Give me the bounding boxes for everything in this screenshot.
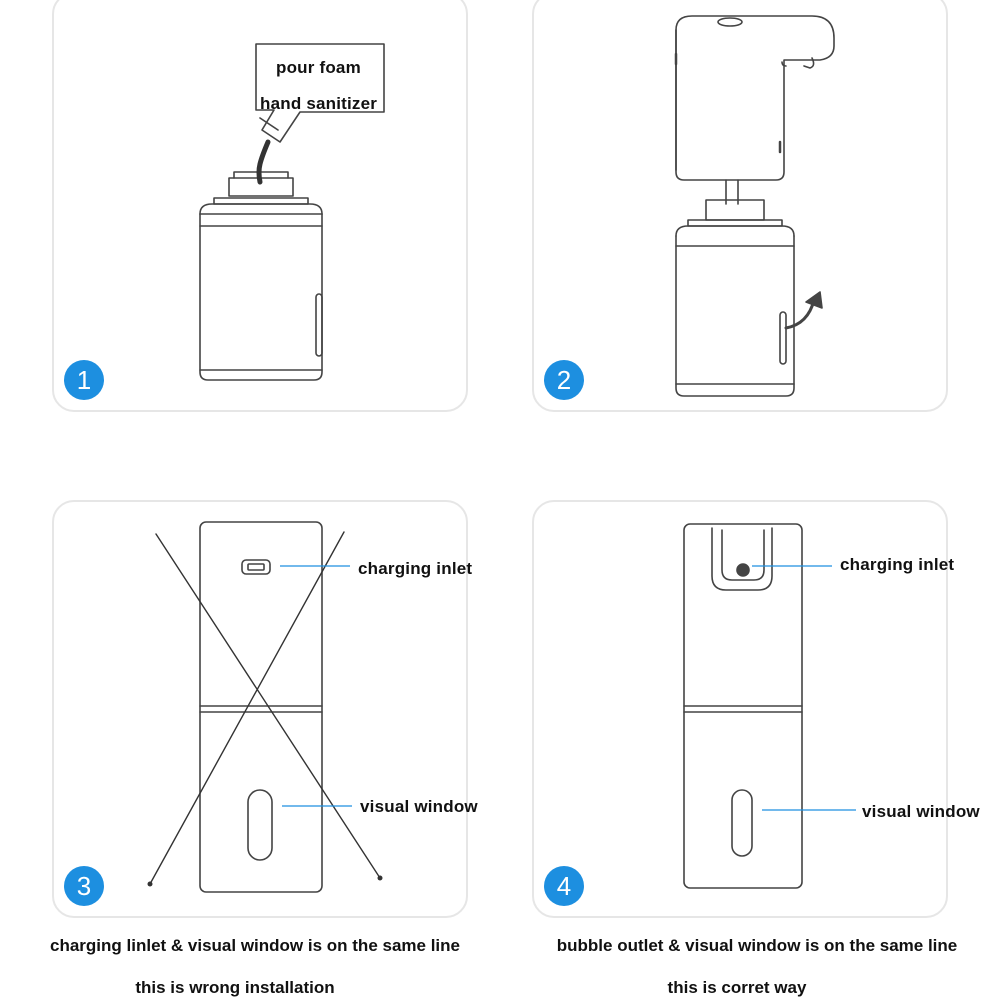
hand-sanitizer-label: hand sanitizer <box>260 94 378 113</box>
correct-installation-illustration <box>683 523 803 889</box>
pump-assembly-illustration <box>674 15 835 397</box>
callout-lines <box>280 565 856 811</box>
charging-inlet-label-correct: charging inlet <box>840 555 955 574</box>
bottle-fill-illustration <box>199 43 385 381</box>
wrong-installation-illustration <box>149 521 381 893</box>
caption-correct-line1: bubble outlet & visual window is on the … <box>556 936 958 955</box>
step-badge-4: 4 <box>544 866 584 906</box>
visual-window-label-correct: visual window <box>862 802 980 821</box>
step-badge-2: 2 <box>544 360 584 400</box>
visual-window-label-wrong: visual window <box>360 797 478 816</box>
step-badge-1: 1 <box>64 360 104 400</box>
caption-wrong-line1: charging linlet & visual window is on th… <box>50 936 460 955</box>
caption-wrong-line2: this is wrong installation <box>135 978 335 997</box>
pour-foam-label: pour foam <box>276 58 361 77</box>
charging-inlet-label-wrong: charging inlet <box>358 559 473 578</box>
cross-end-dots <box>147 875 383 887</box>
caption-correct-line2: this is corret way <box>667 978 807 997</box>
step-badge-3: 3 <box>64 866 104 906</box>
